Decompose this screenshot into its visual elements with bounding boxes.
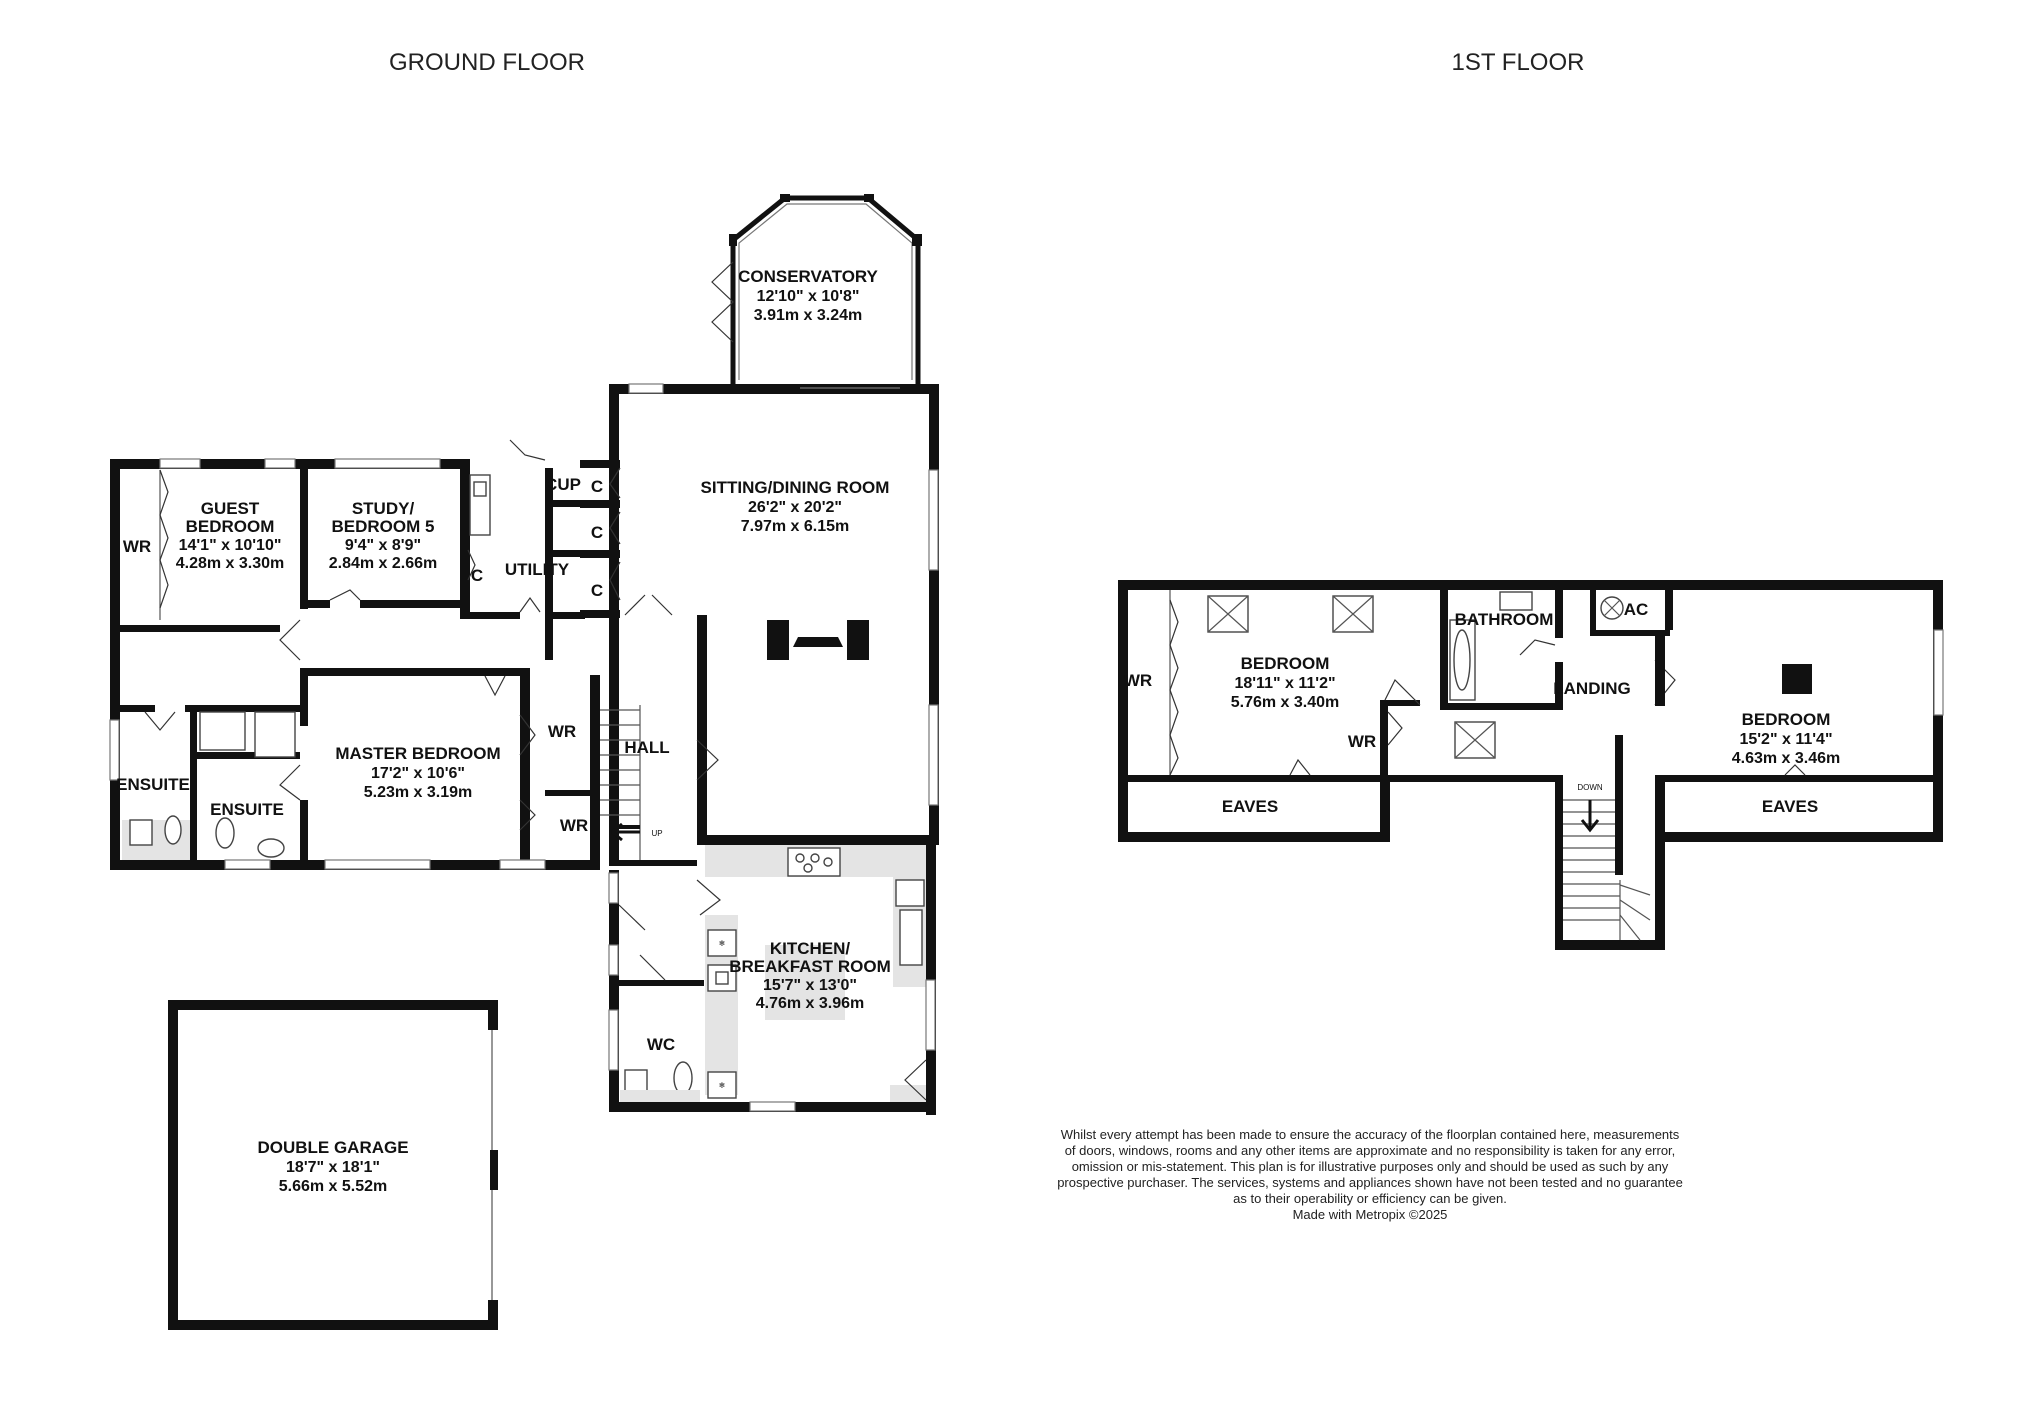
utility-label: UTILITY [505, 560, 570, 579]
svg-text:5.76m x 3.40m: 5.76m x 3.40m [1231, 694, 1340, 711]
svg-text:18'7" x 18'1": 18'7" x 18'1" [286, 1159, 380, 1176]
metropix-credit: Made with Metropix ©2025 [1292, 1207, 1448, 1222]
airing-cupboard-label: AC [1624, 600, 1649, 619]
garage-walls [168, 1000, 498, 1330]
master-wardrobe-label-2: WR [560, 816, 588, 835]
disclaimer-line-1: Whilst every attempt has been made to en… [1060, 1127, 1680, 1142]
study-label: STUDY/ BEDROOM 5 9'4" x 8'9" 2.84m x 2.6… [329, 499, 438, 572]
wc-label: WC [647, 1035, 675, 1054]
kitchen-label: KITCHEN/ BREAKFAST ROOM 15'7" x 13'0" 4.… [729, 939, 891, 1012]
ground-floor-title: GROUND FLOOR [389, 49, 585, 76]
svg-text:GUEST: GUEST [201, 499, 260, 518]
svg-text:12'10" x 10'8": 12'10" x 10'8" [757, 288, 860, 305]
svg-text:17'2" x 10'6": 17'2" x 10'6" [371, 765, 465, 782]
svg-text:7.97m x 6.15m: 7.97m x 6.15m [741, 518, 850, 535]
utility-cupboard-label: C [471, 566, 483, 585]
disclaimer-line-5: as to their operability or efficiency ca… [1233, 1191, 1507, 1206]
disclaimer-line-4: prospective purchaser. The services, sys… [1057, 1175, 1683, 1190]
svg-text:❄: ❄ [719, 1081, 726, 1090]
svg-text:BREAKFAST ROOM: BREAKFAST ROOM [729, 957, 891, 976]
svg-text:SITTING/DINING ROOM: SITTING/DINING ROOM [701, 478, 890, 497]
cupboard-label-3: C [591, 523, 603, 542]
hall-walls [590, 605, 721, 1112]
landing-label: LANDING [1553, 679, 1630, 698]
ensuite-label-2: ENSUITE [210, 800, 284, 819]
bedroom-left-label: BEDROOM 18'11" x 11'2" 5.76m x 3.40m [1231, 654, 1340, 711]
cupboard-label-2: C [591, 477, 603, 496]
sitting-room-walls [580, 383, 939, 845]
ensuite-label-1: ENSUITE [116, 775, 190, 794]
svg-text:4.28m x 3.30m: 4.28m x 3.30m [176, 555, 285, 572]
eaves-label-right: EAVES [1762, 797, 1818, 816]
ground-floor-plan: ❄ ❄ [109, 194, 939, 1330]
svg-text:4.76m x 3.96m: 4.76m x 3.96m [756, 995, 865, 1012]
svg-text:BEDROOM: BEDROOM [1241, 654, 1330, 673]
svg-text:CONSERVATORY: CONSERVATORY [738, 267, 878, 286]
garage-label: DOUBLE GARAGE 18'7" x 18'1" 5.66m x 5.52… [257, 1138, 408, 1195]
bedroom-wr-label-2: WR [1348, 732, 1376, 751]
bedroom-right-label: BEDROOM 15'2" x 11'4" 4.63m x 3.46m [1732, 710, 1841, 767]
svg-text:BEDROOM: BEDROOM [186, 517, 275, 536]
svg-text:15'7" x 13'0": 15'7" x 13'0" [763, 977, 857, 994]
svg-text:MASTER BEDROOM: MASTER BEDROOM [335, 744, 500, 763]
conservatory-label: CONSERVATORY 12'10" x 10'8" 3.91m x 3.24… [738, 267, 878, 324]
eaves-label-left: EAVES [1222, 797, 1278, 816]
first-floor-plan: BEDROOM 18'11" x 11'2" 5.76m x 3.40m BED… [1118, 580, 1944, 950]
bedroom-wardrobe-label: WR [1124, 671, 1152, 690]
master-wardrobe-label-1: WR [548, 722, 576, 741]
bathroom-label: BATHROOM [1455, 610, 1554, 629]
first-floor-title: 1ST FLOOR [1452, 49, 1585, 76]
svg-text:15'2" x 11'4": 15'2" x 11'4" [1739, 731, 1832, 748]
svg-text:3.91m x 3.24m: 3.91m x 3.24m [754, 307, 863, 324]
sitting-room-label: SITTING/DINING ROOM 26'2" x 20'2" 7.97m … [701, 478, 890, 535]
hall-label: HALL [624, 738, 669, 757]
disclaimer-line-3: omission or mis-statement. This plan is … [1071, 1159, 1669, 1174]
svg-text:BEDROOM 5: BEDROOM 5 [332, 517, 435, 536]
svg-text:26'2" x 20'2": 26'2" x 20'2" [748, 499, 842, 516]
bedroom-wing-walls [109, 439, 600, 870]
disclaimer-text: Whilst every attempt has been made to en… [1005, 1127, 1735, 1223]
svg-text:KITCHEN/: KITCHEN/ [770, 939, 851, 958]
conservatory-walls [711, 194, 922, 385]
master-bedroom-label: MASTER BEDROOM 17'2" x 10'6" 5.23m x 3.1… [335, 744, 500, 801]
svg-text:5.66m x 5.52m: 5.66m x 5.52m [279, 1178, 388, 1195]
svg-text:9'4" x 8'9": 9'4" x 8'9" [345, 537, 421, 554]
svg-text:BEDROOM: BEDROOM [1742, 710, 1831, 729]
cupboard-label-1: CUP [545, 475, 581, 494]
disclaimer-line-2: of doors, windows, rooms and any other i… [1064, 1143, 1676, 1158]
svg-text:STUDY/: STUDY/ [352, 499, 415, 518]
svg-text:2.84m x 2.66m: 2.84m x 2.66m [329, 555, 438, 572]
guest-wardrobe-label: WR [123, 537, 151, 556]
svg-text:14'1" x 10'10": 14'1" x 10'10" [179, 537, 282, 554]
stairs-down-label: DOWN [1577, 783, 1603, 792]
svg-text:❄: ❄ [719, 939, 726, 948]
guest-bedroom-label: GUEST BEDROOM 14'1" x 10'10" 4.28m x 3.3… [176, 499, 285, 572]
svg-text:4.63m x 3.46m: 4.63m x 3.46m [1732, 750, 1841, 767]
svg-text:18'11" x 11'2": 18'11" x 11'2" [1234, 675, 1335, 692]
stairs-up-label: UP [651, 829, 662, 838]
svg-text:5.23m x 3.19m: 5.23m x 3.19m [364, 784, 473, 801]
cupboard-label-4: C [591, 581, 603, 600]
svg-text:DOUBLE GARAGE: DOUBLE GARAGE [257, 1138, 408, 1157]
kitchen-walls: ❄ ❄ [697, 835, 936, 1115]
